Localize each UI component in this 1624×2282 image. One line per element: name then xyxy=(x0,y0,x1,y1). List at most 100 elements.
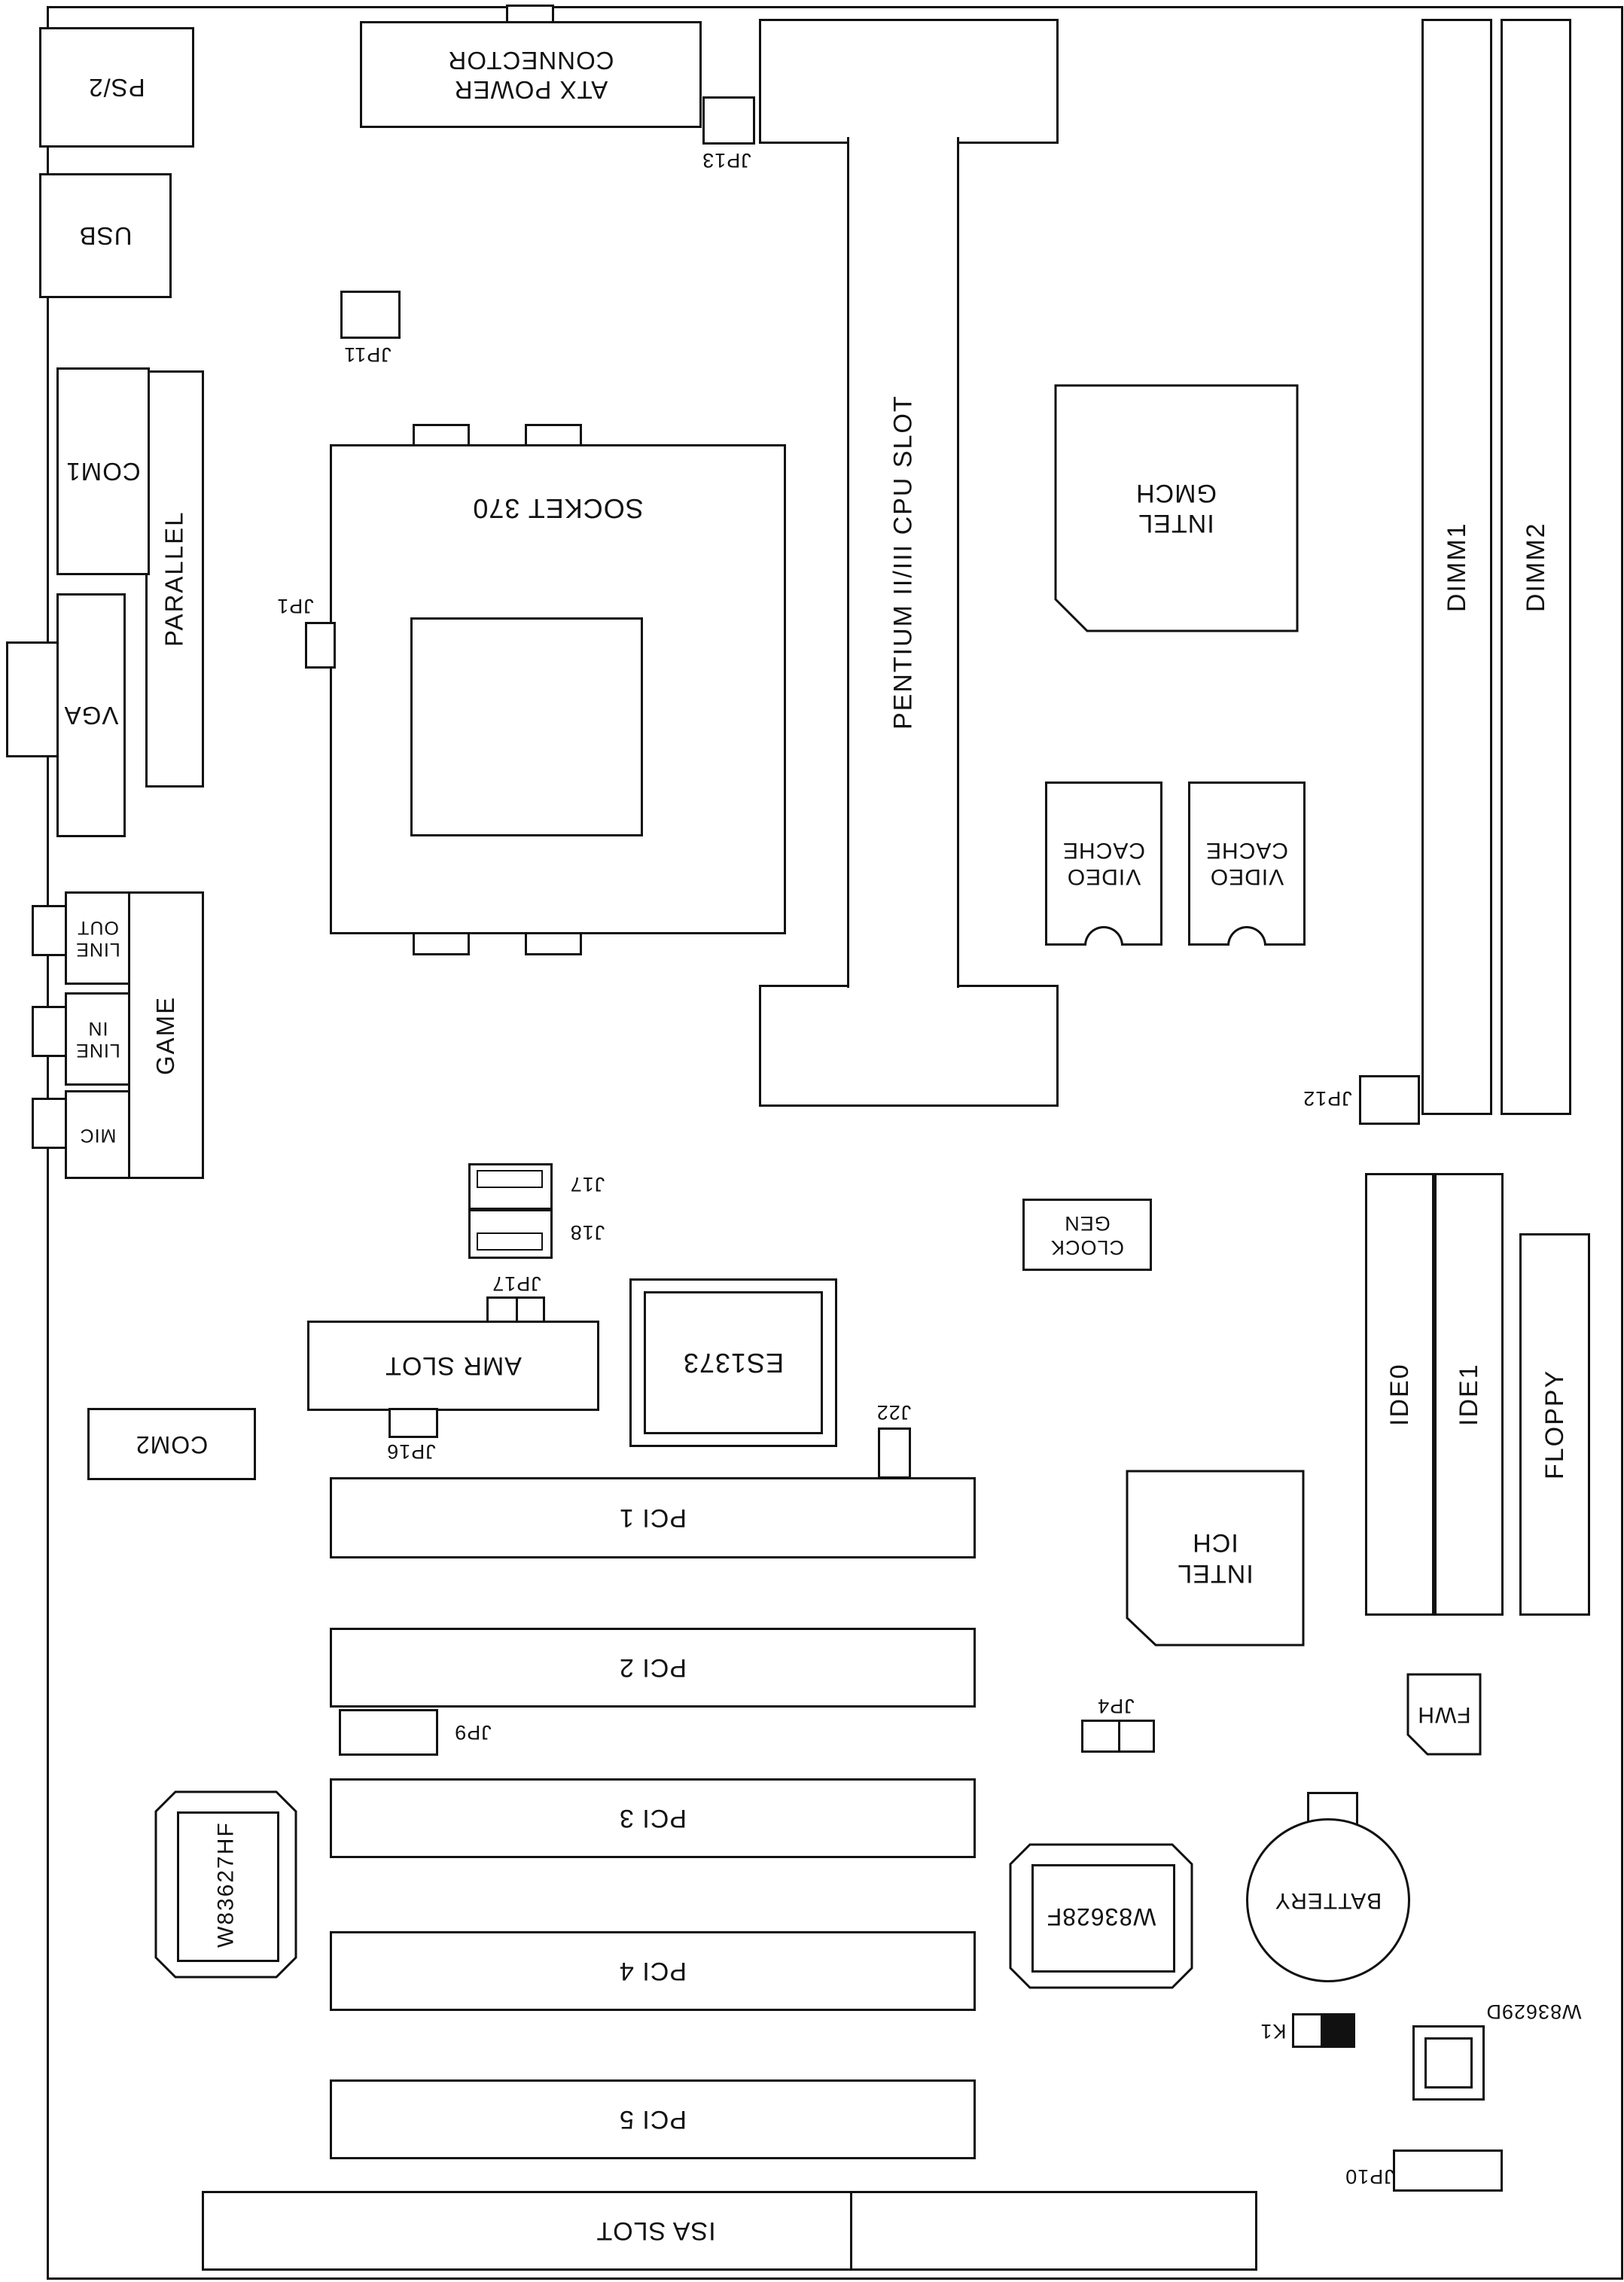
fwh-outline xyxy=(1406,1673,1482,1756)
j17-connector xyxy=(468,1163,553,1210)
video-cache-1-label: VIDEO CACHE xyxy=(1062,838,1146,890)
w83629d-chip xyxy=(1412,2025,1485,2101)
video-cache-2-label: VIDEO CACHE xyxy=(1205,838,1289,890)
line-out-label: LINE OUT xyxy=(75,917,120,961)
cpu-slot-top-bar xyxy=(759,19,1059,144)
usb-label: USB xyxy=(78,222,133,251)
vga-connector xyxy=(6,641,62,757)
ps2-port: PS/2 xyxy=(39,27,194,148)
floppy-connector: FLOPPY xyxy=(1519,1233,1590,1616)
dimm2-slot: DIMM2 xyxy=(1501,19,1571,1115)
com2-header: COM2 xyxy=(87,1408,256,1480)
pci4-label: PCI 4 xyxy=(618,1957,687,1986)
com2-label: COM2 xyxy=(135,1430,209,1458)
video-cache-1: VIDEO CACHE xyxy=(1045,781,1162,946)
ide0-connector: IDE0 xyxy=(1365,1173,1434,1616)
k1-label: K1 xyxy=(1260,2019,1287,2043)
j22-jumper xyxy=(878,1427,911,1479)
dimm1-slot: DIMM1 xyxy=(1421,19,1492,1115)
jp12-label: JP12 xyxy=(1303,1086,1352,1110)
k1-fill xyxy=(1321,2015,1353,2046)
clock-gen-label: CLOCK GEN xyxy=(1050,1212,1125,1259)
socket-370-label: SOCKET 370 xyxy=(472,493,644,525)
jp16-jumper xyxy=(388,1408,438,1438)
jp10-jumper xyxy=(1393,2149,1503,2192)
usb-port: USB xyxy=(39,173,172,298)
jp9-jumper xyxy=(339,1709,438,1756)
pci2-slot: PCI 2 xyxy=(330,1628,976,1708)
isa-slot-divider xyxy=(850,2193,852,2268)
ide0-label: IDE0 xyxy=(1385,1363,1414,1426)
fwh-chip: FWH xyxy=(1406,1673,1482,1756)
ps2-label: PS/2 xyxy=(88,74,145,102)
cpu-slot-label: PENTIUM II/III CPU SLOT xyxy=(888,395,918,730)
line-out-jack: LINE OUT xyxy=(65,891,131,985)
cpu-slot-bottom-bar xyxy=(759,985,1059,1107)
game-label: GAME xyxy=(151,995,180,1075)
clock-gen-chip: CLOCK GEN xyxy=(1022,1199,1152,1271)
w83628f-inner xyxy=(1031,1864,1175,1973)
jp9-label: JP9 xyxy=(454,1720,492,1744)
pci2-label: PCI 2 xyxy=(618,1653,687,1683)
line-in-plug xyxy=(32,1006,71,1057)
mic-jack: MIC xyxy=(65,1090,131,1179)
line-out-plug xyxy=(32,905,71,956)
floppy-label: FLOPPY xyxy=(1540,1369,1569,1480)
amr-slot-label: AMR SLOT xyxy=(385,1351,522,1381)
pci3-slot: PCI 3 xyxy=(330,1778,976,1858)
jp1-label: JP1 xyxy=(276,594,314,617)
pci1-slot: PCI 1 xyxy=(330,1477,976,1558)
jp4-divider xyxy=(1118,1722,1120,1750)
parallel-port: PARALLEL xyxy=(145,370,204,788)
jp4-label: JP4 xyxy=(1097,1694,1135,1717)
ich-label: INTEL ICH xyxy=(1177,1528,1254,1588)
j18-inner xyxy=(477,1232,543,1251)
pci1-label: PCI 1 xyxy=(618,1504,687,1533)
parallel-label: PARALLEL xyxy=(160,510,188,647)
ide1-label: IDE1 xyxy=(1454,1363,1483,1426)
j22-label: J22 xyxy=(876,1400,912,1424)
j17-label: J17 xyxy=(569,1172,605,1196)
intel-ich-chip: INTEL ICH xyxy=(1126,1470,1305,1647)
com1-port: COM1 xyxy=(56,367,150,575)
w83628f-chip: W83628F xyxy=(1009,1843,1193,1989)
line-in-label: LINE IN xyxy=(75,1018,120,1062)
jp4-jumper xyxy=(1081,1720,1155,1753)
socket-370-inner xyxy=(410,617,643,836)
vga-port: VGA xyxy=(56,593,126,837)
jp11-jumper xyxy=(340,291,401,339)
j17-inner xyxy=(477,1170,543,1188)
w83628f-label: W83628F xyxy=(1046,1903,1156,1930)
j18-connector xyxy=(468,1209,553,1259)
pci5-label: PCI 5 xyxy=(618,2105,687,2134)
dimm2-label: DIMM2 xyxy=(1521,522,1550,612)
video-cache-2: VIDEO CACHE xyxy=(1188,781,1306,946)
k1-jumper xyxy=(1292,2013,1355,2048)
fwh-label: FWH xyxy=(1417,1702,1471,1727)
cpu-slot-stem: PENTIUM II/III CPU SLOT xyxy=(847,137,959,988)
jp17-divider xyxy=(516,1299,518,1326)
j18-label: J18 xyxy=(569,1220,605,1244)
atx-power-label: ATX POWER CONNECTOR xyxy=(447,47,614,104)
w83627hf-inner xyxy=(177,1811,279,1962)
ich-outline xyxy=(1126,1470,1305,1647)
isa-slot-label: ISA SLOT xyxy=(596,2216,716,2246)
jp1-jumper xyxy=(305,622,336,669)
pci4-slot: PCI 4 xyxy=(330,1931,976,2011)
com1-label: COM1 xyxy=(66,458,141,486)
ide1-connector: IDE1 xyxy=(1434,1173,1504,1616)
line-in-jack: LINE IN xyxy=(65,992,131,1086)
battery-label: BATTERY xyxy=(1274,1887,1382,1913)
jp16-label: JP16 xyxy=(386,1440,436,1463)
w83629d-inner xyxy=(1424,2037,1473,2089)
isa-slot: ISA SLOT xyxy=(202,2191,1257,2271)
socket-370: SOCKET 370 xyxy=(330,444,786,934)
game-port: GAME xyxy=(128,891,204,1179)
w83629d-label: W83629D xyxy=(1485,2000,1582,2023)
es1373-label: ES1373 xyxy=(682,1348,785,1379)
jp13-jumper xyxy=(702,96,755,145)
w83627hf-label: W83627HF xyxy=(213,1821,239,1948)
jp13-label: JP13 xyxy=(702,148,751,172)
jp17-label: JP17 xyxy=(492,1272,541,1295)
jp11-label: JP11 xyxy=(343,343,392,366)
